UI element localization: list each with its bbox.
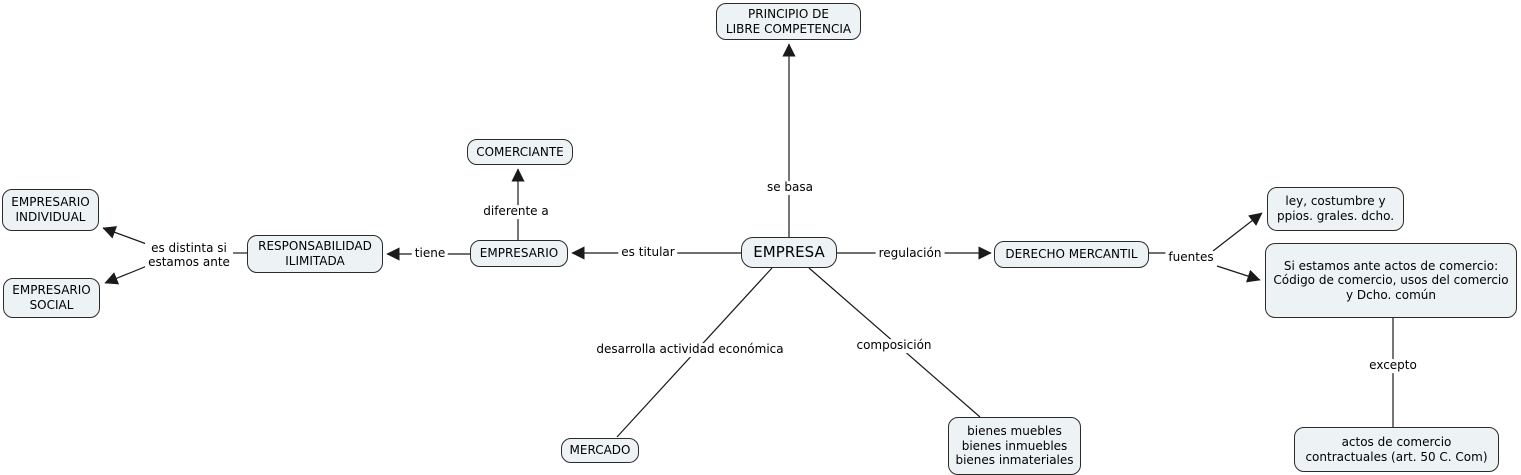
edge-label-excepto: excepto — [1366, 358, 1420, 373]
node-empresa: EMPRESA — [741, 237, 837, 268]
edge-label-se-basa: se basa — [763, 180, 817, 195]
node-actos-comercio: actos de comercio contractuales (art. 50… — [1294, 427, 1499, 472]
node-empresario-individual: EMPRESARIO INDIVIDUAL — [2, 189, 99, 231]
edge-fuentes-ley — [1212, 212, 1263, 252]
edge-label-composicion: composición — [853, 338, 935, 353]
edge-label-tiene: tiene — [411, 246, 449, 261]
edge-label-diferente-a: diferente a — [480, 204, 552, 219]
node-responsabilidad-ilimitada: RESPONSABILIDAD ILIMITADA — [247, 235, 383, 273]
edge-label-regulacion: regulación — [875, 246, 945, 261]
node-comerciante: COMERCIANTE — [467, 139, 573, 165]
node-mercado: MERCADO — [561, 438, 639, 463]
edge-label-fuentes: fuentes — [1165, 250, 1217, 265]
node-empresario: EMPRESARIO — [470, 240, 568, 267]
node-empresario-social: EMPRESARIO SOCIAL — [3, 278, 100, 318]
node-ley-costumbre: ley, costumbre y ppios. grales. dcho. — [1267, 187, 1404, 231]
edge-fork-social — [104, 263, 153, 285]
node-derecho-mercantil: DERECHO MERCANTIL — [994, 241, 1149, 268]
node-principio-libre-competencia: PRINCIPIO DE LIBRE COMPETENCIA — [716, 3, 861, 40]
node-bienes: bienes muebles bienes inmuebles bienes i… — [948, 417, 1081, 475]
edge-fork-individual — [102, 226, 153, 247]
node-si-estamos-actos: Si estamos ante actos de comercio: Códig… — [1265, 243, 1517, 318]
edge-label-es-distinta: es distinta si estamos ante — [145, 241, 233, 270]
edge-label-desarrolla: desarrolla actividad económica — [593, 342, 787, 357]
edge-fuentes-si — [1216, 265, 1261, 283]
edge-label-es-titular: es titular — [618, 245, 678, 260]
